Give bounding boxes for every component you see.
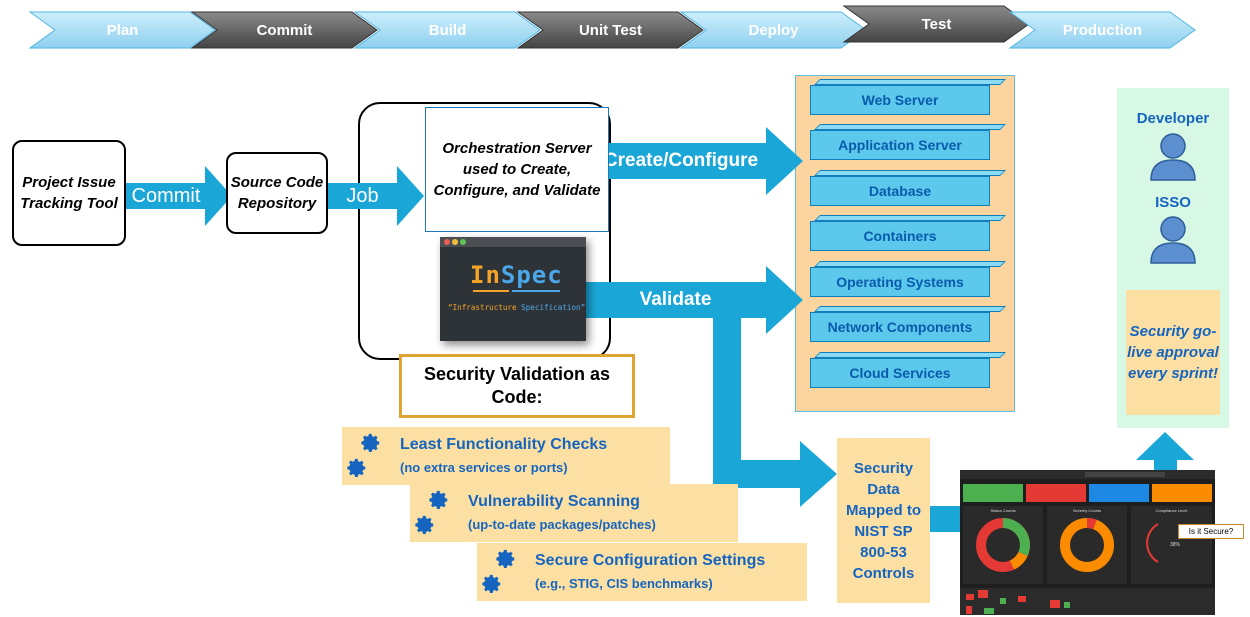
- logo-underline-right: [512, 290, 560, 292]
- severity-donut: [1060, 517, 1114, 572]
- gear-icon: [496, 549, 515, 568]
- gear-icon: [429, 490, 448, 509]
- status-donut: [976, 518, 1030, 572]
- compliance-level-panel: [1131, 506, 1212, 584]
- minimize-dot-icon: [452, 239, 458, 245]
- issue-tracking-box: Project Issue Tracking Tool: [12, 140, 126, 246]
- check-title: Least Functionality Checks: [400, 436, 608, 453]
- gear-icon: [361, 433, 380, 452]
- status-card-passed: [963, 484, 1023, 502]
- check-vulnerability-scanning: Vulnerability Scanning (up-to-date packa…: [410, 484, 738, 542]
- approval-note: Security go-live approval every sprint!: [1126, 290, 1220, 415]
- status-counts-title: Status Counts: [990, 508, 1016, 513]
- orchestration-server-box: Orchestration Server used to Create, Con…: [425, 107, 609, 232]
- severity-counts-title: Severity Counts: [1072, 508, 1102, 513]
- inspec-logo-in: In: [470, 261, 501, 289]
- target-containers: Containers: [810, 221, 990, 251]
- check-title: Vulnerability Scanning: [468, 493, 640, 510]
- pipeline-stage-label: Build: [428, 21, 467, 39]
- gear-icon: [415, 515, 434, 534]
- target-database: Database: [810, 176, 990, 206]
- logo-underline-left: [473, 290, 509, 292]
- target-operating-systems: Operating Systems: [810, 267, 990, 297]
- gear-icon: [347, 458, 366, 477]
- chevron-build: [353, 11, 541, 49]
- target-cloud-services: Cloud Services: [810, 358, 990, 388]
- dashboard-charts: [960, 517, 1215, 615]
- create-arrow-label: Create/Configure: [603, 150, 759, 171]
- inspec-logo: InSpec: [470, 261, 563, 289]
- pipeline-stage-label: Unit Test: [578, 21, 643, 39]
- security-validation-title: Security Validation as Code:: [399, 354, 635, 418]
- pipeline-stage-label: Commit: [256, 21, 313, 39]
- compliance-value: 38%: [1170, 542, 1181, 548]
- inspec-titlebar: [440, 237, 586, 247]
- validate-arrow-label: Validate: [639, 289, 712, 310]
- pipeline-stage-label: Production: [1062, 21, 1143, 39]
- commit-arrow-label: Commit: [131, 184, 201, 207]
- chevron-plan: [28, 11, 216, 49]
- inspec-logo-spec: Spec: [500, 261, 563, 289]
- dashboard-search-bar: [1085, 472, 1165, 477]
- inspec-window: InSpec “Infrastructure Specification”: [440, 237, 586, 341]
- mapping-arrow: [713, 318, 837, 507]
- dashboard-connector: [930, 506, 964, 532]
- nist-mapping-box: Security Data Mapped to NIST SP 800-53 C…: [837, 438, 930, 603]
- chevron-deploy: [679, 11, 867, 49]
- status-card-na: [1089, 484, 1149, 502]
- developer-label: Developer: [1136, 110, 1210, 127]
- check-subtitle: (up-to-date packages/patches): [468, 517, 656, 532]
- create-configure-arrow: [596, 127, 803, 195]
- compliance-gauge: [1146, 523, 1159, 563]
- job-arrow-label: Job: [346, 184, 379, 207]
- status-card-failed: [1026, 484, 1086, 502]
- check-title: Secure Configuration Settings: [535, 552, 766, 569]
- source-repo-box: Source Code Repository: [226, 152, 328, 234]
- inspec-tag-close: Specification”: [521, 303, 586, 312]
- status-card-not-reviewed: [1152, 484, 1212, 502]
- compliance-level-title: Compliance Level: [1155, 508, 1188, 513]
- job-arrow: [328, 166, 424, 226]
- close-dot-icon: [444, 239, 450, 245]
- maximize-dot-icon: [460, 239, 466, 245]
- heimdall-dashboard: Status Counts Severity Counts Compliance…: [960, 470, 1215, 615]
- isso-label: ISSO: [1155, 194, 1191, 211]
- pipeline-stage-label: Plan: [106, 21, 139, 39]
- inspec-tag-open: “Infrastructure: [448, 303, 517, 312]
- pipeline-stage-label: Deploy: [748, 21, 799, 39]
- inspec-tagline: “Infrastructure Specification”: [448, 303, 585, 312]
- chevron-commit: [190, 11, 378, 49]
- chevron-unit-test: [516, 11, 704, 49]
- gear-icon: [482, 574, 501, 593]
- target-application-server: Application Server: [810, 130, 990, 160]
- check-subtitle: (e.g., STIG, CIS benchmarks): [535, 576, 713, 591]
- chevron-production: [1008, 11, 1196, 49]
- chevron-test: [842, 5, 1030, 43]
- check-subtitle: (no extra services or ports): [400, 460, 568, 475]
- check-least-functionality: Least Functionality Checks (no extra ser…: [342, 427, 670, 485]
- target-network-components: Network Components: [810, 312, 990, 342]
- check-secure-configuration: Secure Configuration Settings (e.g., STI…: [477, 543, 807, 601]
- isso-person-icon: [1150, 216, 1196, 264]
- target-web-server: Web Server: [810, 85, 990, 115]
- heatmap-cells: [960, 588, 1215, 615]
- validate-arrow: [585, 266, 803, 334]
- approval-arrow: [1136, 432, 1194, 472]
- is-it-secure-callout: Is it Secure?: [1178, 524, 1244, 539]
- commit-arrow: [126, 166, 232, 226]
- pipeline-stage-label: Test: [921, 15, 952, 33]
- developer-person-icon: [1150, 133, 1196, 181]
